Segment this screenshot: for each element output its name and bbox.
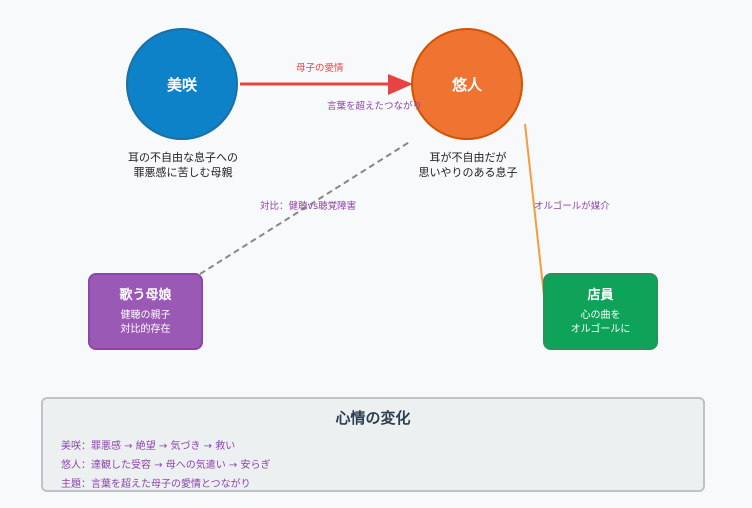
node-clerk-desc-line-1: 心の曲を bbox=[580, 310, 621, 321]
node-misaki-caption: 耳の不自由な息子への 罪悪感に苦しむ母親 bbox=[83, 150, 283, 180]
node-clerk-title: 店員 bbox=[587, 288, 614, 303]
node-clerk: 店員 心の曲を オルゴールに bbox=[543, 273, 658, 350]
node-singing-title: 歌う母娘 bbox=[119, 288, 172, 303]
node-yuto-caption: 耳が不自由だが 思いやりのある息子 bbox=[368, 150, 568, 180]
node-clerk-desc-line-2: オルゴールに bbox=[570, 324, 631, 335]
edge-label-contrast: 対比：健聴vs聴覚障害 bbox=[260, 201, 357, 212]
node-yuto-caption-line-2: 思いやりのある息子 bbox=[418, 166, 518, 179]
node-misaki-label: 美咲 bbox=[166, 75, 197, 94]
summary-line-yuto: 悠人：達観した受容 → 母への気遣い → 安らぎ bbox=[61, 460, 271, 471]
contrast-dashed-line bbox=[199, 140, 412, 275]
node-clerk-desc: 心の曲を オルゴールに bbox=[545, 309, 656, 337]
node-misaki: 美咲 bbox=[126, 28, 238, 140]
edge-label-love: 母子の愛情 bbox=[296, 63, 344, 74]
node-singing-desc-line-1: 健聴の親子 bbox=[120, 310, 171, 321]
love-arrow-head bbox=[388, 74, 413, 95]
summary-line-theme: 主題：言葉を超えた母子の愛情とつながり bbox=[61, 479, 251, 490]
node-yuto-label: 悠人 bbox=[451, 75, 482, 94]
edge-label-beyond-words: 言葉を超えたつながり bbox=[327, 101, 423, 112]
summary-line-misaki: 美咲：罪悪感 → 絶望 → 気づき → 救い bbox=[61, 441, 236, 452]
node-misaki-caption-line-2: 罪悪感に苦しむ母親 bbox=[133, 166, 233, 179]
node-singing-mother-daughter: 歌う母娘 健聴の親子 対比的存在 bbox=[88, 273, 203, 350]
summary-title: 心情の変化 bbox=[335, 409, 411, 427]
node-yuto: 悠人 bbox=[411, 28, 523, 140]
node-singing-desc-line-2: 対比的存在 bbox=[120, 324, 171, 335]
node-yuto-caption-line-1: 耳が不自由だが bbox=[429, 151, 507, 164]
node-misaki-caption-line-1: 耳の不自由な息子への bbox=[128, 151, 238, 164]
emotion-change-panel: 心情の変化 美咲：罪悪感 → 絶望 → 気づき → 救い 悠人：達観した受容 →… bbox=[41, 397, 705, 492]
edge-label-music-box: オルゴールが媒介 bbox=[534, 201, 610, 212]
music-box-line bbox=[524, 123, 545, 297]
node-singing-desc: 健聴の親子 対比的存在 bbox=[90, 309, 201, 337]
